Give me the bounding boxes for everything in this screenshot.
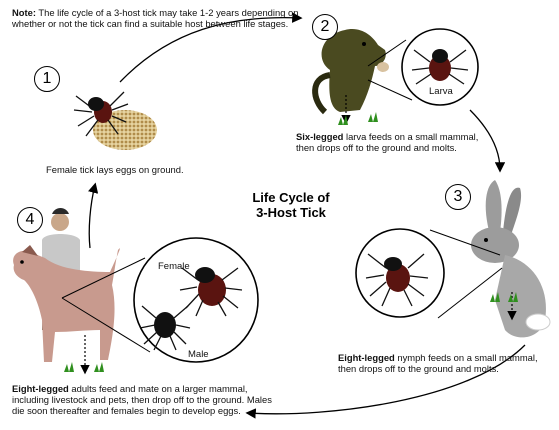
- stage-2-number: 2: [312, 14, 338, 40]
- stage-2-squirrel-illustration: [312, 28, 479, 125]
- arrow-4-to-1: [88, 182, 99, 249]
- stage-3-caption: Eight-legged nymph feeds on a small mamm…: [338, 352, 538, 374]
- stage-4-number: 4: [17, 207, 43, 233]
- stage-2-caption: Six-legged larva feeds on a small mammal…: [296, 131, 486, 153]
- stage-1-number: 1: [34, 66, 60, 92]
- stage-4-caption: Eight-legged adults feed and mate on a l…: [12, 383, 282, 416]
- stage-4-host-illustration: [13, 208, 259, 375]
- arrow-1-to-2: [119, 12, 303, 83]
- stage-4-caption-bold: Eight-legged: [12, 383, 69, 394]
- title-line-1: Life Cycle of: [252, 190, 330, 205]
- stage-3-number: 3: [445, 184, 471, 210]
- stage-1-caption-text: Female tick lays eggs on ground.: [46, 164, 184, 175]
- title-line-2: 3-Host Tick: [256, 205, 326, 220]
- stage-3-rabbit-illustration: [355, 180, 551, 338]
- arrow-2-to-3: [469, 109, 506, 173]
- note-body: The life cycle of a 3-host tick may take…: [12, 7, 299, 29]
- arrow-3-to-4: [245, 344, 526, 419]
- stage-3-caption-bold: Eight-legged: [338, 352, 395, 363]
- note-prefix: Note:: [12, 7, 36, 18]
- stage-1-eggs-illustration: [73, 91, 157, 150]
- stage-1-caption: Female tick lays eggs on ground.: [46, 164, 226, 175]
- note-text: Note: The life cycle of a 3-host tick ma…: [12, 7, 307, 29]
- stage-4-caption-text: adults feed and mate on a larger mammal,…: [12, 383, 272, 416]
- female-label: Female: [158, 261, 190, 272]
- stage-2-caption-bold: Six-legged: [296, 131, 344, 142]
- stage-2-caption-text: larva feeds on a small mammal, then drop…: [296, 131, 479, 153]
- male-label: Male: [188, 349, 209, 360]
- diagram-title: Life Cycle of 3-Host Tick: [236, 190, 346, 220]
- larva-label: Larva: [429, 86, 453, 97]
- stage-3-caption-text: nymph feeds on a small mammal, then drop…: [338, 352, 538, 374]
